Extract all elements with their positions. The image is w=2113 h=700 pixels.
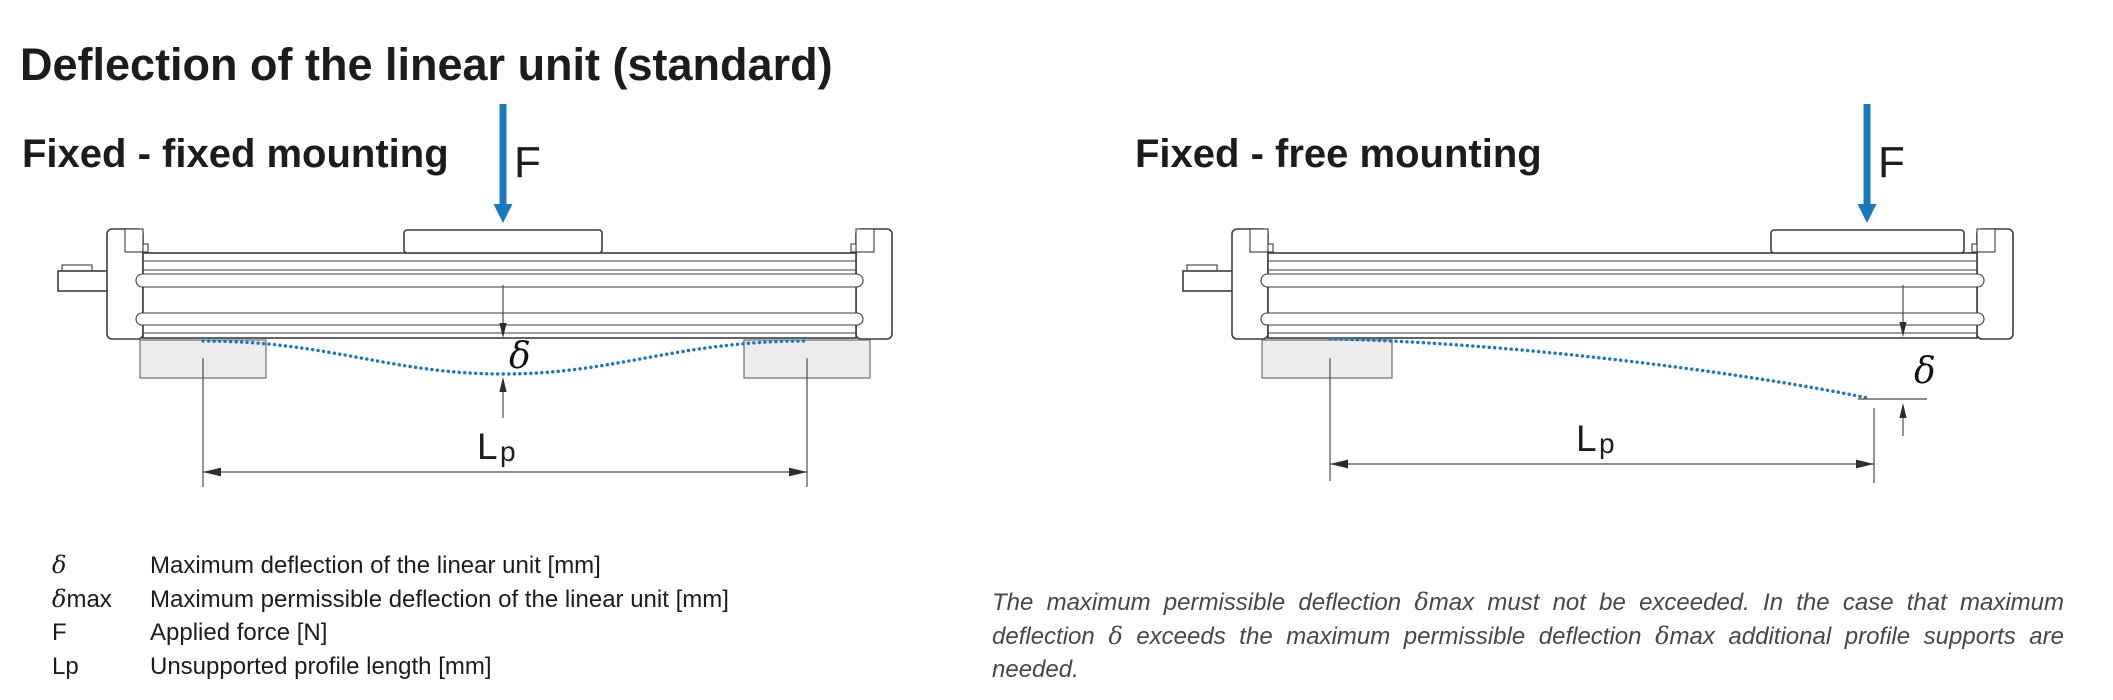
lp-label-sub: p bbox=[1599, 428, 1615, 459]
legend-description: Maximum deflection of the linear unit [m… bbox=[150, 552, 601, 579]
legend-description: Maximum permissible deflection of the li… bbox=[150, 585, 729, 613]
drive-shaft-key bbox=[61, 264, 93, 272]
guide-rod-top bbox=[135, 273, 864, 288]
delta-label: δ bbox=[1914, 351, 1936, 392]
deflection-curve bbox=[1328, 337, 1870, 400]
force-label: F bbox=[514, 138, 541, 187]
legend-row-lp: Lp Unsupported profile length [mm] bbox=[52, 652, 729, 686]
heading-fixed-fixed: Fixed - fixed mounting bbox=[22, 132, 449, 177]
end-cap-left-step bbox=[1249, 228, 1269, 253]
legend-row-delta-max: δmax Maximum permissible deflection of t… bbox=[52, 585, 729, 619]
force-arrowhead bbox=[493, 204, 513, 223]
legend-symbol: δ bbox=[52, 551, 150, 580]
legend-symbol: Lp bbox=[52, 652, 150, 681]
symbol-suffix: Lp bbox=[52, 652, 79, 680]
diagram-fixed-free: F δ L p bbox=[1182, 104, 2014, 483]
lp-arrow-left bbox=[1330, 459, 1348, 469]
delta-arrow-down bbox=[1899, 322, 1907, 337]
delta-symbol: δ bbox=[1108, 621, 1123, 650]
end-cap-left-nub bbox=[1267, 243, 1274, 253]
symbol-suffix: F bbox=[52, 619, 67, 646]
delta-symbol: δ bbox=[52, 551, 67, 579]
delta-label: δ bbox=[509, 336, 531, 377]
lp-label: L bbox=[1576, 418, 1597, 459]
support-block-left bbox=[1261, 339, 1393, 379]
note-text: max must not be exceeded. In the case th… bbox=[992, 589, 2065, 650]
deflection-curve bbox=[201, 339, 809, 376]
delta-arrow-down bbox=[499, 323, 507, 338]
symbol-legend: δ Maximum deflection of the linear unit … bbox=[52, 551, 729, 685]
lp-label: L bbox=[477, 426, 498, 467]
note-text: max additional profile supports are need… bbox=[992, 622, 2064, 684]
legend-symbol: δmax bbox=[52, 585, 150, 614]
guide-rod-top bbox=[1260, 273, 1985, 288]
drive-shaft-key bbox=[1186, 264, 1218, 272]
delta-symbol: δ bbox=[1655, 621, 1670, 650]
diagram-fixed-fixed: F δ L p bbox=[57, 104, 893, 487]
legend-symbol: F bbox=[52, 618, 150, 647]
symbol-suffix: max bbox=[66, 585, 112, 613]
end-cap-left-nub bbox=[142, 243, 149, 253]
lp-arrow-right bbox=[789, 467, 807, 477]
heading-fixed-free: Fixed - free mounting bbox=[1135, 132, 1542, 177]
delta-symbol: δ bbox=[52, 584, 67, 613]
end-cap-left-step bbox=[124, 228, 144, 253]
carriage bbox=[403, 229, 603, 254]
delta-arrow-up bbox=[499, 377, 507, 392]
end-cap-right-step bbox=[1976, 228, 1996, 253]
guide-rod-bottom bbox=[135, 312, 864, 326]
page-title: Deflection of the linear unit (standard) bbox=[20, 39, 833, 91]
end-cap-right-nub bbox=[1971, 243, 1978, 253]
deflection-note: The maximum permissible deflection δmax … bbox=[992, 586, 2064, 687]
lp-label-sub: p bbox=[500, 436, 516, 467]
end-cap-right-step bbox=[855, 228, 875, 253]
delta-arrow-up bbox=[1899, 403, 1907, 418]
force-arrowhead bbox=[1857, 204, 1877, 223]
lp-arrow-left bbox=[203, 467, 221, 477]
force-label: F bbox=[1878, 138, 1905, 187]
legend-description: Applied force [N] bbox=[150, 619, 328, 646]
legend-row-force: F Applied force [N] bbox=[52, 618, 729, 652]
note-text: The maximum permissible deflection bbox=[992, 589, 1415, 616]
legend-row-delta: δ Maximum deflection of the linear unit … bbox=[52, 551, 729, 585]
drive-shaft bbox=[1182, 270, 1234, 292]
guide-rod-bottom bbox=[1260, 312, 1985, 326]
end-cap-right-nub bbox=[850, 243, 857, 253]
delta-symbol: δ bbox=[1414, 588, 1429, 616]
carriage bbox=[1770, 229, 1965, 254]
drive-shaft bbox=[57, 270, 109, 292]
lp-arrow-right bbox=[1856, 459, 1874, 469]
note-text: exceeds the maximum permissible deflecti… bbox=[1122, 622, 1656, 650]
legend-description: Unsupported profile length [mm] bbox=[150, 652, 492, 680]
